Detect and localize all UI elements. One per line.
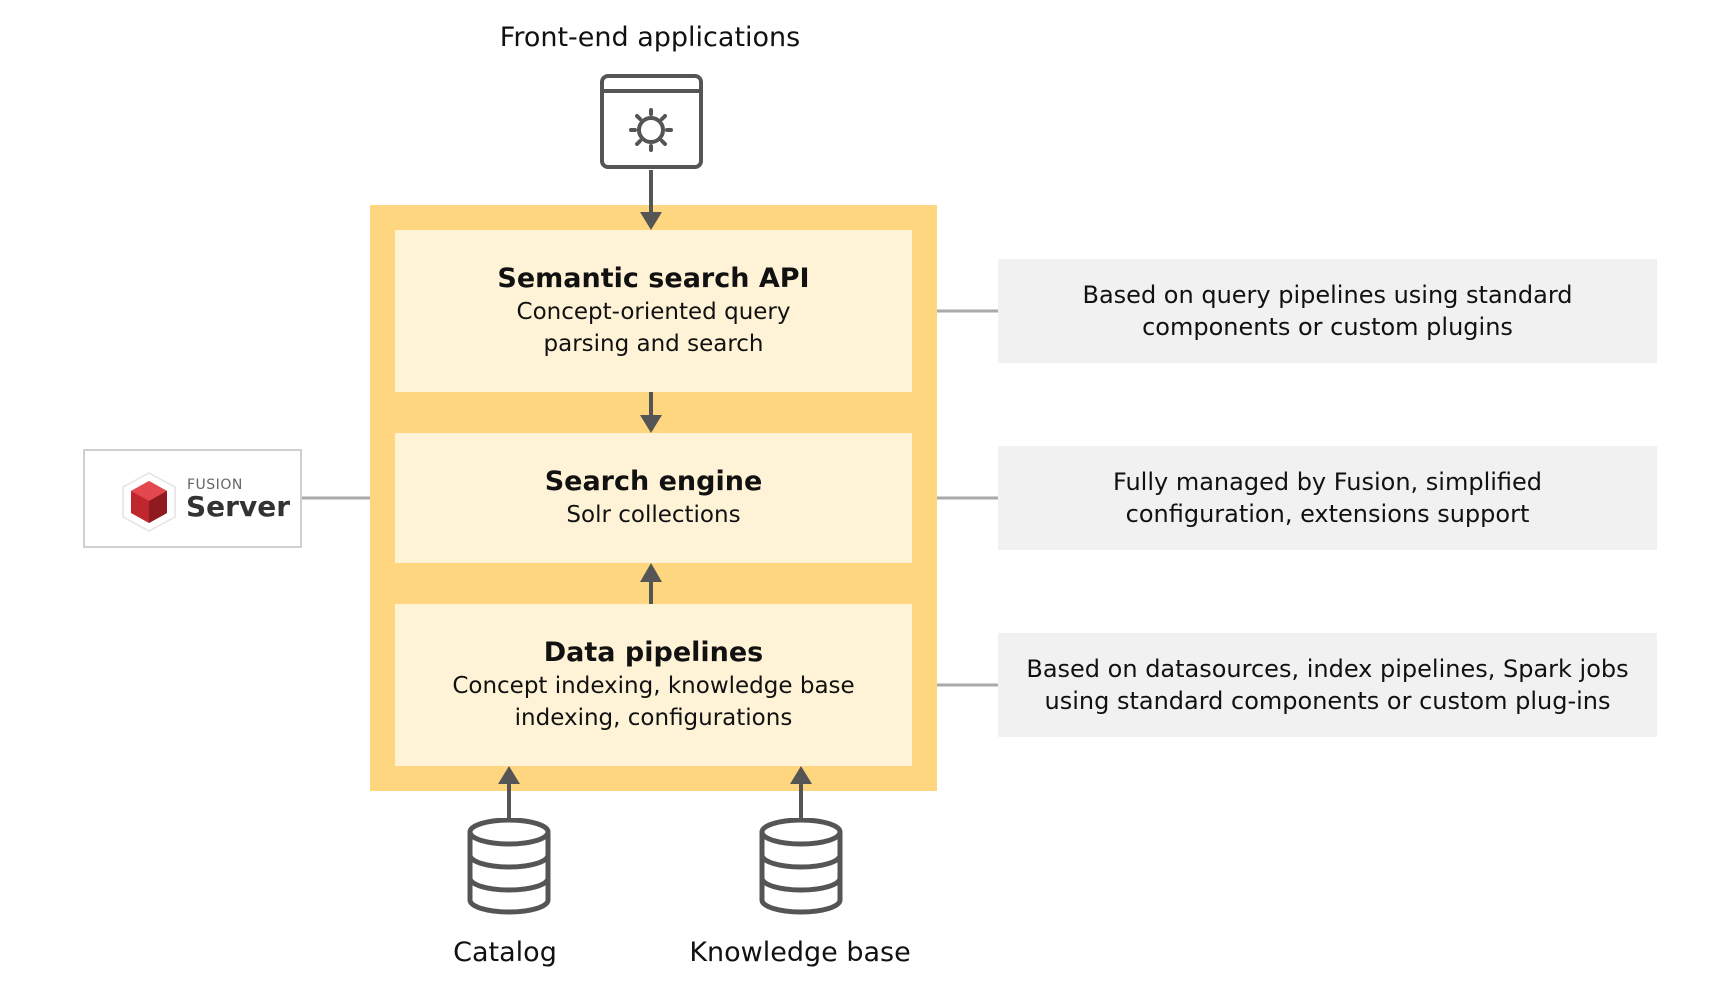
catalog-label: Catalog bbox=[453, 937, 557, 968]
note-query-pipelines: Based on query pipelines using standard … bbox=[998, 259, 1657, 363]
fusion-server-logo: FUSION Server bbox=[83, 449, 302, 548]
arrow-frontend-to-api bbox=[640, 170, 662, 230]
app-window-gear-icon bbox=[600, 74, 703, 169]
knowledge-base-label: Knowledge base bbox=[689, 937, 911, 968]
note-text: Fully managed by Fusion, simplified conf… bbox=[1112, 468, 1543, 528]
stage-semantic-search-api: Semantic search API Concept-oriented que… bbox=[395, 230, 912, 392]
note-search-engine: Fully managed by Fusion, simplified conf… bbox=[998, 446, 1657, 550]
arrow-catalog-to-pipelines bbox=[498, 766, 520, 819]
logo-big-text: Server bbox=[186, 490, 291, 523]
note-text: Based on datasources, index pipelines, S… bbox=[1026, 655, 1629, 715]
database-icon bbox=[759, 818, 843, 915]
stage-description: Concept indexing, knowledge base indexin… bbox=[452, 673, 855, 731]
arrow-api-to-engine bbox=[640, 392, 662, 433]
arrow-knowledge-base-to-pipelines bbox=[790, 766, 812, 819]
note-text: Based on query pipelines using standard … bbox=[1082, 281, 1573, 341]
logo-small-text: FUSION bbox=[187, 477, 243, 493]
database-icon bbox=[467, 818, 551, 915]
stage-description: Concept-oriented query parsing and searc… bbox=[516, 299, 791, 357]
note-data-pipelines: Based on datasources, index pipelines, S… bbox=[998, 633, 1657, 737]
stage-title: Semantic search API bbox=[497, 263, 810, 294]
fusion-cube-icon bbox=[122, 472, 176, 532]
stage-description: Solr collections bbox=[566, 502, 741, 528]
stage-title: Data pipelines bbox=[543, 637, 764, 668]
frontend-label: Front-end applications bbox=[499, 22, 801, 53]
stage-data-pipelines: Data pipelines Concept indexing, knowled… bbox=[395, 604, 912, 766]
stage-search-engine: Search engine Solr collections bbox=[395, 433, 912, 563]
stage-title: Search engine bbox=[544, 466, 763, 497]
arrow-pipelines-to-engine bbox=[640, 563, 662, 604]
